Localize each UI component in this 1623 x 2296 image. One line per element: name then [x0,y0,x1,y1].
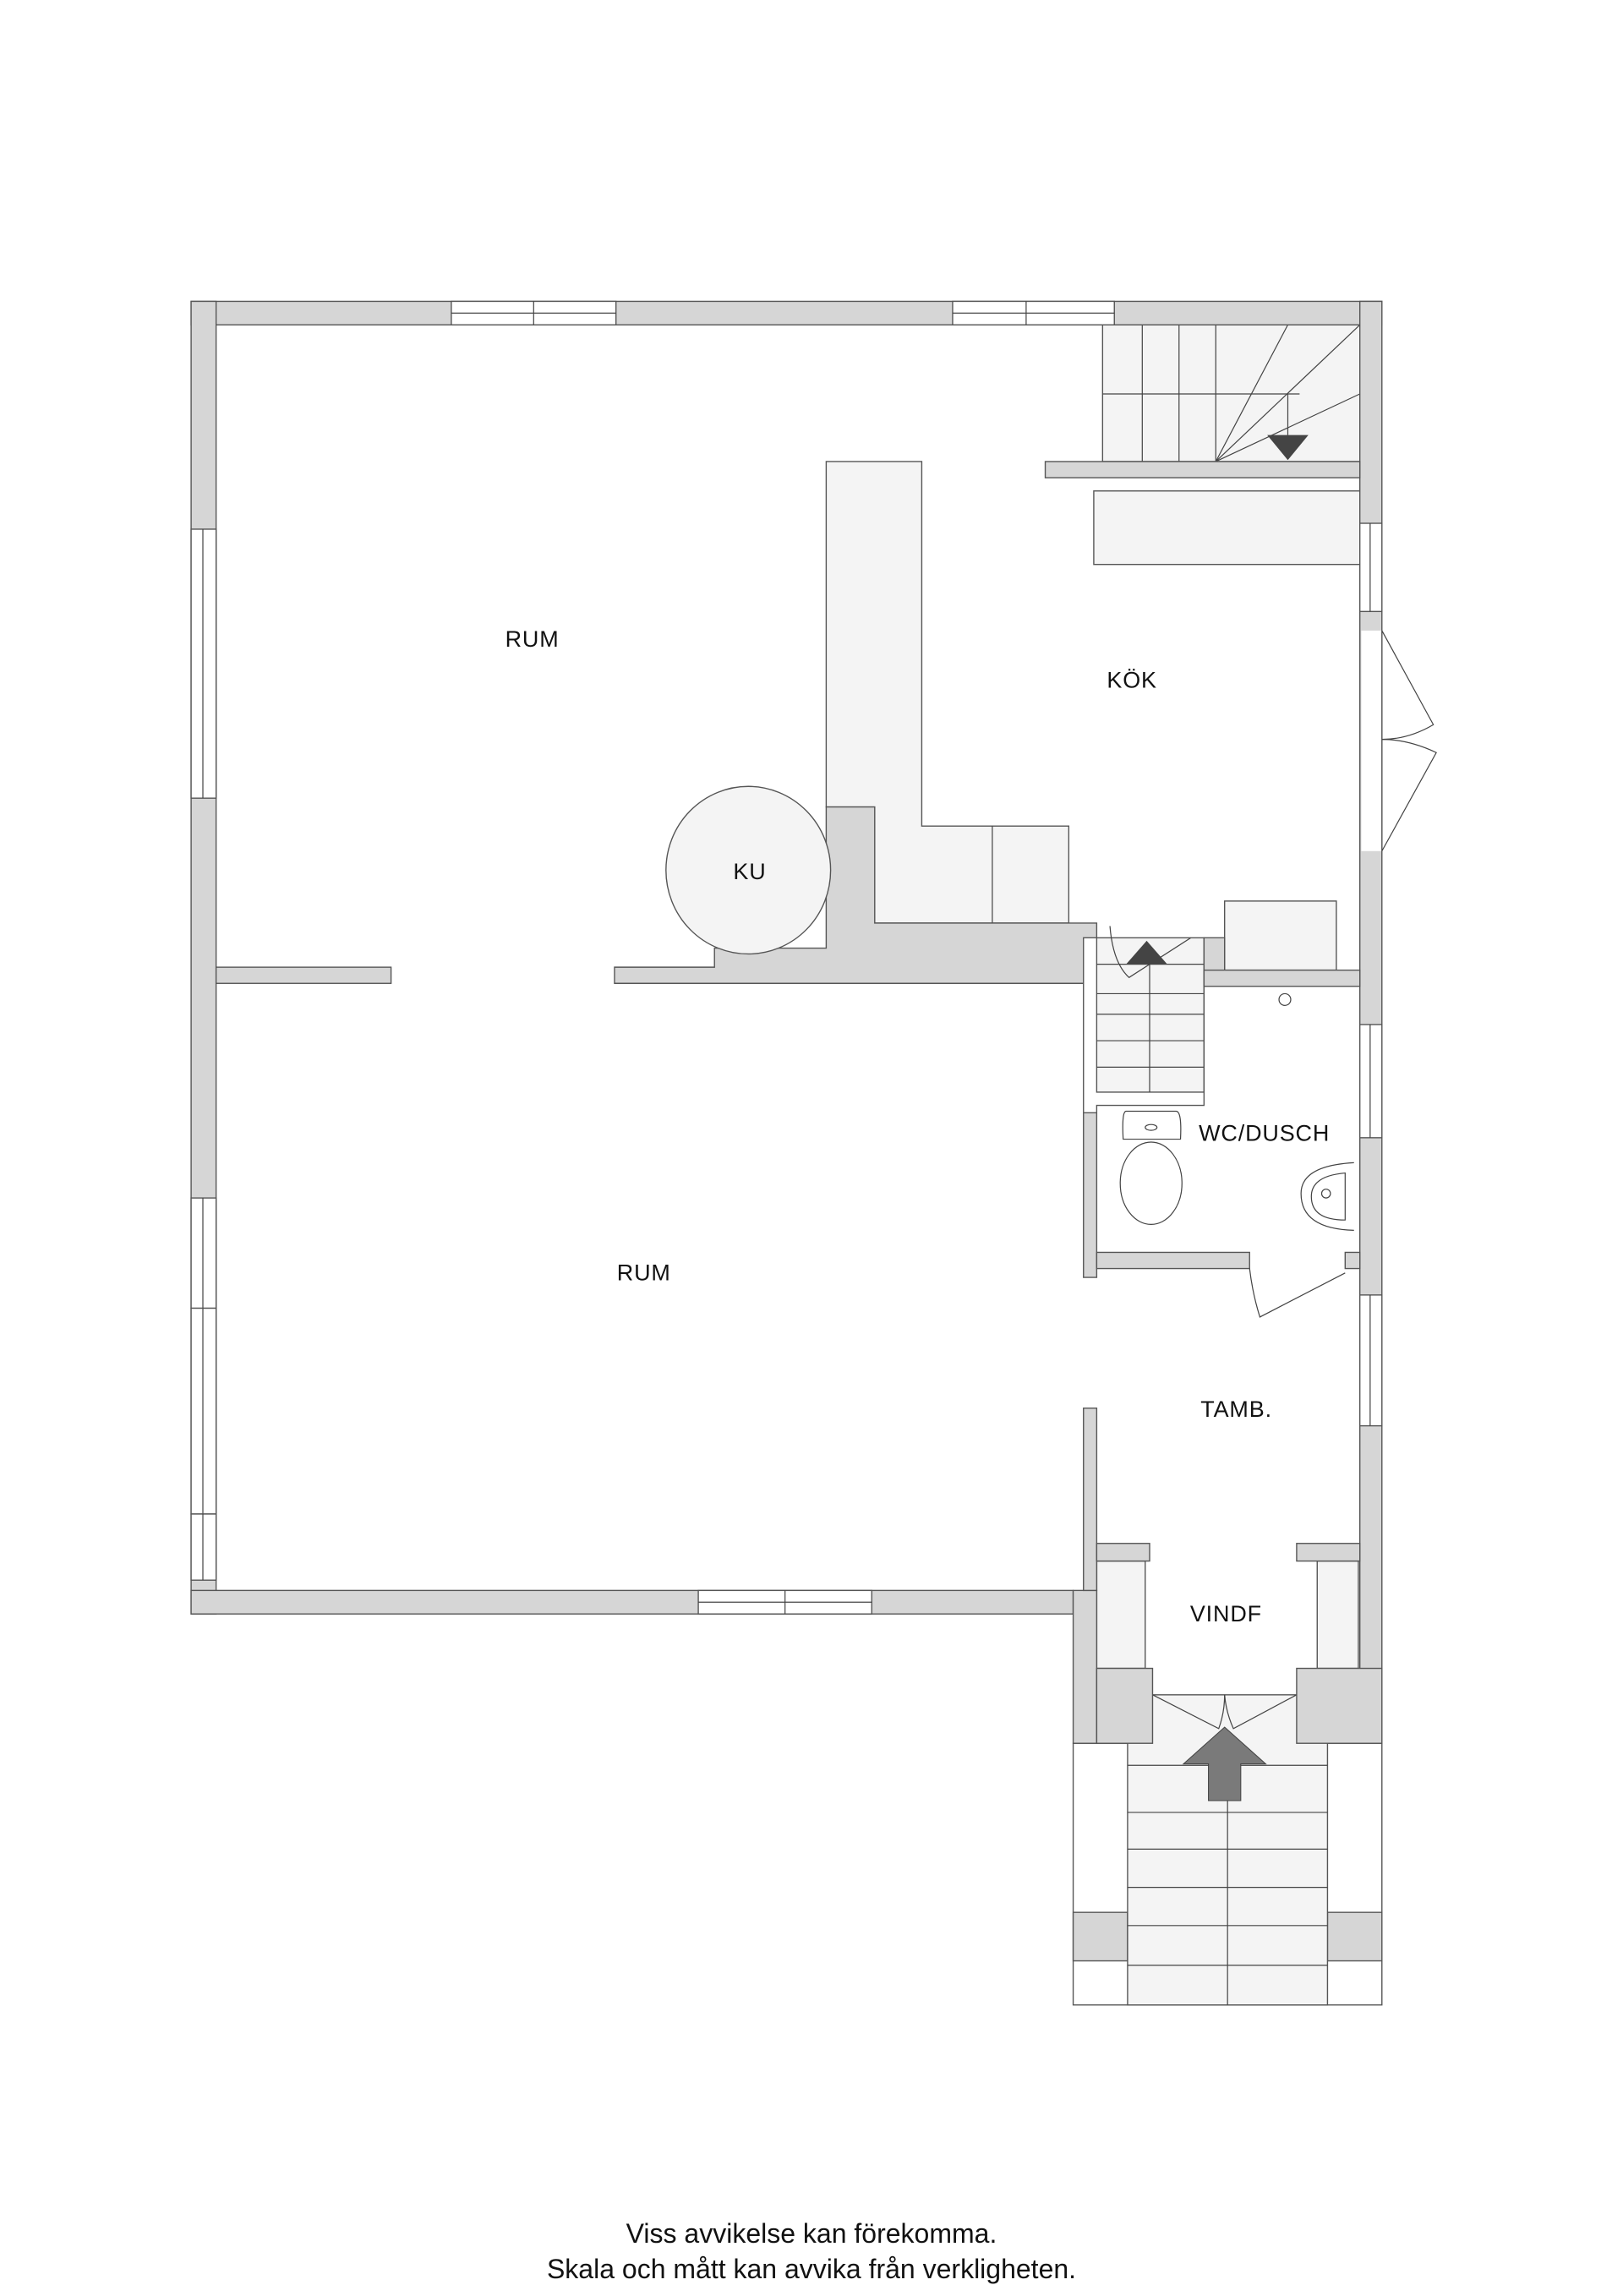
ku-tiled-stove [665,785,832,955]
disclaimer-line-1: Viss avvikelse kan förekomma. [626,2218,997,2249]
disclaimer-line-2: Skala och mått kan avvika från verklighe… [546,2254,1077,2284]
windows [190,300,1437,1615]
room-label-ku: KU [733,859,766,884]
entrance-steps [1072,1694,1383,2006]
bathroom-fixtures [1119,992,1354,1318]
room-label-kok: KÖK [1107,668,1157,693]
staircase-inner [1096,926,1205,1093]
room-label-rum-lower: RUM [617,1260,671,1285]
room-label-tamb: TAMB. [1200,1397,1272,1422]
staircase-upper [1101,324,1361,462]
room-label-vindf: VINDF [1190,1601,1262,1626]
stair-down-arrow-icon [1267,435,1309,461]
interior-walls [215,806,1361,1592]
entrance-arrow-icon [1182,1726,1267,1801]
room-label-rum-upper: RUM [505,626,560,652]
stair-up-arrow-icon [1126,940,1167,965]
room-label-wc-dusch: WC/DUSCH [1199,1120,1330,1145]
kitchen-counters [825,461,1361,971]
